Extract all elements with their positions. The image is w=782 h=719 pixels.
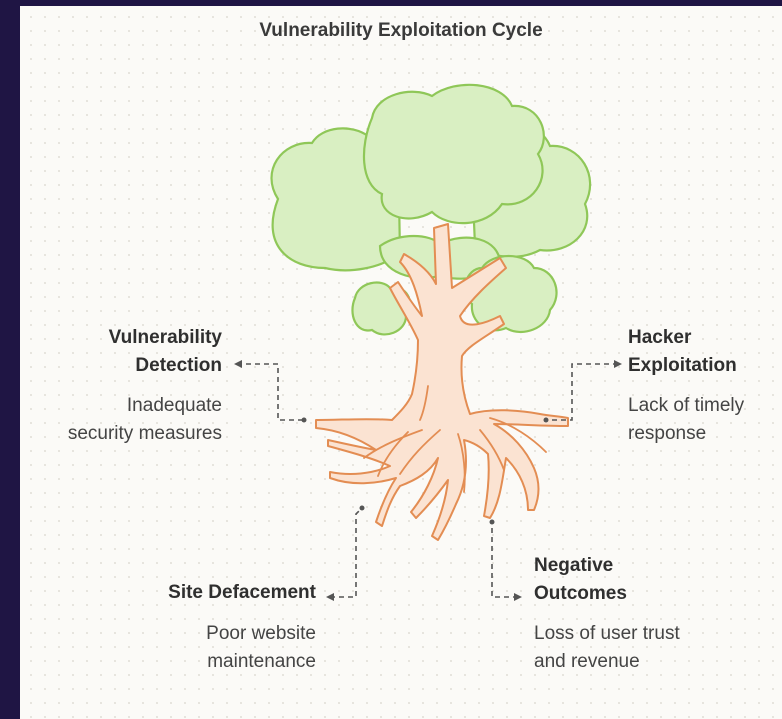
hacker-exploitation-description: Lack of timely response — [628, 395, 745, 444]
vulnerability-detection-description: Inadequate security measures — [67, 395, 222, 444]
diagram-title: Vulnerability Exploitation Cycle — [259, 20, 543, 41]
negative-outcomes-description: Loss of user trust and revenue — [534, 623, 680, 672]
tree-illustration — [234, 83, 622, 601]
diagram-canvas: Vulnerability Exploitation Cycle — [20, 6, 782, 719]
connector-site-defacement — [330, 507, 363, 598]
site-defacement-description: Poor website maintenance — [206, 623, 316, 672]
root-details — [363, 385, 547, 493]
connector-hacker-exploitation — [546, 363, 618, 421]
vulnerability-detection-label: Vulnerability Detection — [108, 327, 222, 376]
tree-trunk — [315, 223, 569, 541]
connector-dots — [301, 417, 549, 525]
connector-negative-outcomes — [491, 522, 518, 598]
site-defacement-label: Site Defacement — [168, 582, 316, 603]
connector-vulnerability-detection — [237, 363, 304, 421]
negative-outcomes-label: Negative Outcomes — [534, 555, 627, 604]
tree-foliage — [270, 83, 592, 336]
connector-arrows — [234, 360, 622, 601]
connectors — [237, 363, 618, 598]
hacker-exploitation-label: Hacker Exploitation — [628, 327, 737, 376]
